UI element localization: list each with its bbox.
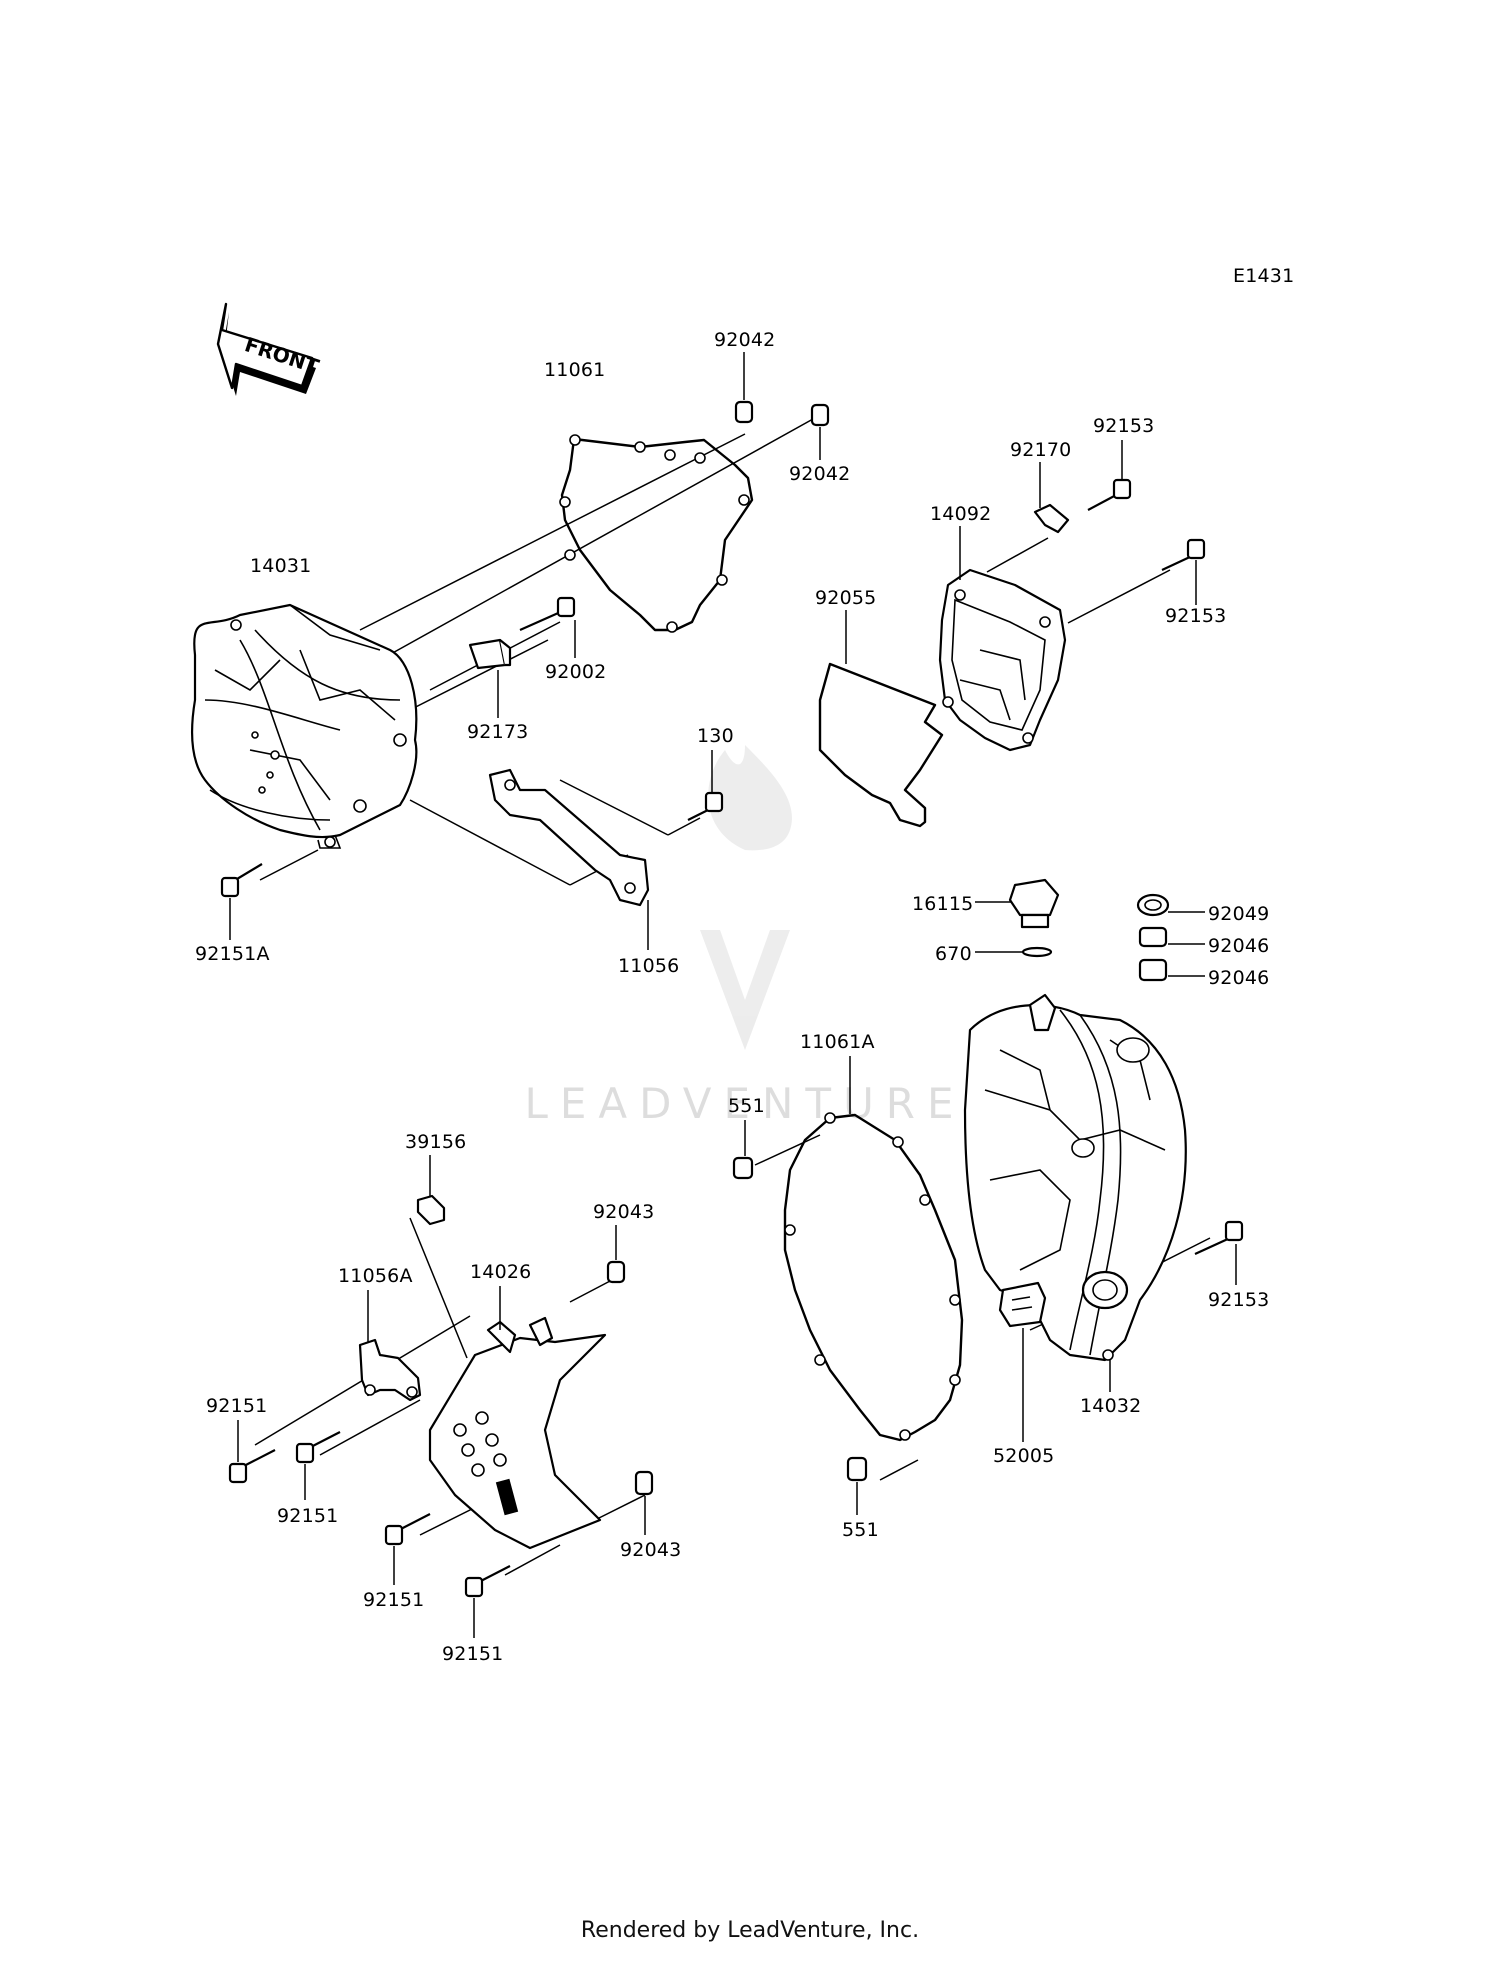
footer-credit: Rendered by LeadVenture, Inc. [580,1918,920,1943]
label-92046-a: 92046 [1208,935,1269,957]
dowel-92043-bottom [634,1470,654,1535]
label-92173: 92173 [467,721,528,743]
dowel-92042-a [734,352,754,424]
label-92151-d: 92151 [442,1643,503,1665]
label-92153-right: 92153 [1165,605,1226,627]
nut-39156 [416,1155,446,1226]
label-92049: 92049 [1208,903,1269,925]
label-92043-bottom: 92043 [620,1539,681,1561]
label-11061A: 11061A [800,1031,875,1053]
gasket-11061A [783,1113,964,1442]
label-92170: 92170 [1010,439,1071,461]
label-92153-top: 92153 [1093,415,1154,437]
bolt-92151-d [464,1565,511,1638]
label-92151-a: 92151 [206,1395,267,1417]
bolt-92153-lower [1194,1220,1244,1285]
cap-52005 [998,1281,1047,1442]
clamp-92173 [468,638,512,718]
bolt-92151-c [384,1513,431,1585]
label-11061: 11061 [544,359,605,381]
guard-14026 [428,1286,607,1550]
gasket-11061-holes [559,434,750,633]
seal-92049 [1136,893,1205,917]
o-ring-670 [975,946,1053,958]
label-92055: 92055 [815,587,876,609]
gasket-92055 [818,662,944,828]
label-14031: 14031 [250,555,311,577]
label-16115: 16115 [912,893,973,915]
bracket-11056A [358,1290,422,1402]
bracket-11056 [488,768,650,950]
dowel-551-top [732,1120,754,1180]
label-11056A: 11056A [338,1265,413,1287]
label-92042-top: 92042 [714,329,775,351]
label-52005: 52005 [993,1445,1054,1467]
clip-92170 [1033,462,1070,534]
label-551-bottom: 551 [842,1519,879,1541]
label-92043-top: 92043 [593,1201,654,1223]
gasket-11061A-holes [784,1112,961,1441]
label-92151A: 92151A [195,943,270,965]
label-92151-b: 92151 [277,1505,338,1527]
watermark-text: LEADVENTURE [524,1079,965,1128]
dowel-551-bottom [846,1456,868,1515]
dowel-92043-top [606,1225,626,1284]
label-92153-lower: 92153 [1208,1289,1269,1311]
plug-16115 [975,878,1060,929]
label-14032: 14032 [1080,1395,1141,1417]
watermark-logo: LEADVENTURE [524,745,965,1128]
bearing-92046-a [1138,926,1205,948]
label-130: 130 [697,725,734,747]
bolt-92153-top [1087,440,1132,511]
label-92046-b: 92046 [1208,967,1269,989]
label-551-top: 551 [728,1095,765,1117]
label-14026: 14026 [470,1261,531,1283]
diagram-code: E1431 [1233,265,1294,287]
label-14092: 14092 [930,503,991,525]
bolt-130 [687,750,724,821]
bearing-92046-b [1138,958,1205,982]
engine-cover-14031 [190,603,418,849]
bolt-92002 [519,596,576,658]
bolt-92151-a [228,1420,276,1484]
bolt-92151A [220,863,263,940]
label-92042-right: 92042 [789,463,850,485]
gasket-11061 [560,437,754,632]
front-arrow-icon: FRONT [216,302,322,396]
cover-14092 [938,526,1067,752]
dowel-92042-b [810,403,830,460]
label-92151-c: 92151 [363,1589,424,1611]
bolt-92153-right [1161,538,1206,605]
clutch-cover-14032 [963,993,1187,1392]
label-92002: 92002 [545,661,606,683]
label-670: 670 [935,943,972,965]
bolt-92151-b [295,1431,341,1500]
label-39156: 39156 [405,1131,466,1153]
label-11056: 11056 [618,955,679,977]
part-labels: 92042 92042 11061 92153 92170 14092 9215… [195,329,1269,1665]
assembly-lines [254,413,1211,1576]
